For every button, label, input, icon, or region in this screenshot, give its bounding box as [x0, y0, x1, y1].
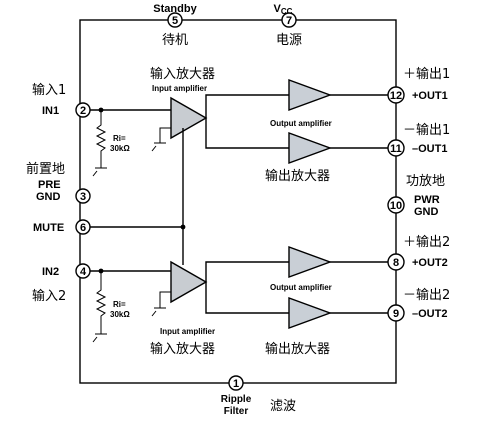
- vcc-cn-label: 电源: [276, 33, 302, 48]
- input-amp-2-cn: 输入放大器: [150, 341, 215, 357]
- output-amp-top-cn: 输出放大器: [265, 168, 330, 184]
- ripple-label-line1: Ripple: [221, 394, 252, 405]
- resistor-ri-2: [95, 271, 107, 334]
- in2-label: IN2: [42, 266, 59, 278]
- standby-label: Standby: [153, 3, 197, 15]
- resistor-2-value: 30kΩ: [110, 310, 130, 319]
- out1p-label: +OUT1: [412, 90, 448, 102]
- standby-cn-label: 待机: [162, 33, 188, 48]
- input-amplifier-1: [170, 96, 208, 140]
- resistor-1-value: 30kΩ: [110, 144, 130, 153]
- pin-10-number: 10: [390, 200, 402, 212]
- mute-junction: [180, 224, 186, 230]
- pin-3: [75, 188, 91, 204]
- gnd-hatch-1: [92, 170, 98, 177]
- output-amp-bottom-en: Output amplifier: [270, 283, 332, 292]
- input-amp-1-to-output-amp-2: [205, 118, 289, 149]
- mute-label: MUTE: [33, 222, 64, 234]
- pin-1-number: 1: [233, 378, 239, 390]
- pin-7: [281, 12, 297, 28]
- chip-outline: [79, 19, 397, 384]
- input-amp-2-to-output-amp-3: [205, 261, 289, 282]
- output-amplifier-2: [288, 131, 333, 165]
- pin-10: [387, 196, 405, 214]
- gnd-hatch-3: [92, 336, 98, 343]
- out1m-cn-label: －输出1: [403, 122, 450, 138]
- output-amp-top-en: Output amplifier: [270, 119, 332, 128]
- pwrgnd-label-line1: PWR: [414, 194, 440, 206]
- pwrgnd-label-line2: GND: [414, 206, 439, 218]
- pin-12-number: 12: [390, 90, 402, 102]
- input-amp-2-en: Input amplifier: [160, 327, 215, 336]
- in1-label: IN1: [42, 105, 59, 117]
- input-amp-2-feedback: [159, 291, 171, 308]
- resistor-1-label: Ri=: [113, 134, 126, 143]
- pin-11-number: 11: [390, 143, 402, 155]
- pin-1: [228, 375, 244, 391]
- input-amplifier-2: [170, 260, 208, 304]
- ripple-label-line2: Filter: [224, 406, 249, 417]
- input-amp-1-en: Input amplifier: [152, 84, 207, 93]
- out2m-cn-label: －输出2: [403, 287, 450, 303]
- input-amp-1-cn: 输入放大器: [150, 66, 215, 82]
- pin-4-number: 4: [80, 266, 87, 278]
- pregnd-label-line2: GND: [36, 191, 61, 203]
- input-amp-1-feedback: [159, 127, 171, 143]
- output-amp-bottom-cn: 输出放大器: [265, 341, 330, 357]
- output-amplifier-1: [288, 78, 333, 112]
- pin-2-number: 2: [80, 105, 86, 117]
- pregnd-label-line1: PRE: [38, 179, 61, 191]
- output-amplifier-3: [288, 245, 333, 279]
- in1-cn-label: 输入1: [32, 82, 66, 98]
- resistor-ri-1: [95, 110, 107, 168]
- in2-cn-label: 输入2: [32, 288, 66, 304]
- pin-5: [167, 12, 183, 28]
- output-amplifier-4: [288, 296, 333, 330]
- pin-3-number: 3: [80, 191, 86, 203]
- pin-7-number: 7: [286, 15, 292, 27]
- input-amp-1-to-output-amp-1: [205, 94, 289, 118]
- resistor-2-label: Ri=: [113, 300, 126, 309]
- pwrgnd-cn-label: 功放地: [406, 174, 445, 189]
- pin-9-number: 9: [393, 308, 399, 320]
- gnd-hatch-4: [151, 310, 157, 317]
- pin-5-number: 5: [172, 15, 178, 27]
- out1m-label: –OUT1: [412, 143, 447, 155]
- gnd-hatch-2: [151, 145, 157, 152]
- ripple-cn-label: 滤波: [270, 399, 296, 414]
- out2p-label: +OUT2: [412, 257, 448, 269]
- pin-6-number: 6: [80, 222, 86, 234]
- pregnd-cn-label: 前置地: [26, 161, 65, 177]
- out2m-label: –OUT2: [412, 308, 447, 320]
- out1p-cn-label: ＋输出1: [403, 66, 450, 82]
- pin-8-number: 8: [393, 257, 399, 269]
- input-amp-2-to-output-amp-4: [205, 282, 289, 314]
- out2p-cn-label: ＋输出2: [403, 234, 450, 250]
